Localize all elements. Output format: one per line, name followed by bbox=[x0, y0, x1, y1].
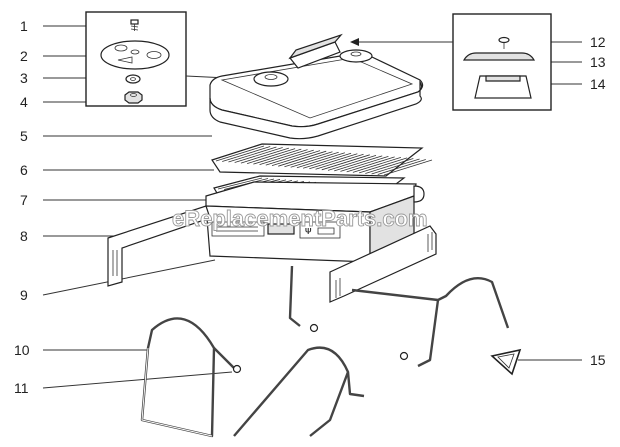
callout-14: 14 bbox=[590, 76, 606, 92]
callout-5: 5 bbox=[20, 128, 28, 144]
grate-bar bbox=[253, 148, 302, 165]
grate-bar bbox=[271, 150, 321, 167]
grate-bar bbox=[284, 151, 333, 168]
grate-bar bbox=[217, 177, 263, 190]
callout-9: 9 bbox=[20, 287, 28, 303]
grate-bar bbox=[278, 150, 327, 167]
nut-part-4 bbox=[124, 91, 143, 104]
cooking-grate-part-6 bbox=[211, 143, 433, 177]
grate-bar bbox=[215, 145, 265, 162]
clip-part-15 bbox=[490, 348, 522, 376]
washers-part-11 bbox=[232, 323, 409, 374]
grate-bar bbox=[358, 157, 408, 174]
callout-8: 8 bbox=[20, 228, 28, 244]
grate-bar bbox=[377, 159, 426, 175]
callout-12: 12 bbox=[590, 34, 606, 50]
watermark: eReplacementParts.com bbox=[172, 206, 428, 231]
grate-bar bbox=[246, 148, 296, 164]
grate-bar bbox=[340, 155, 389, 172]
grate-bar bbox=[334, 155, 383, 172]
grate-bar bbox=[302, 152, 352, 169]
vent-damper-part-2 bbox=[100, 40, 170, 70]
washer-part-3 bbox=[125, 74, 141, 84]
callout-numbers: 1 2 3 4 5 6 7 8 9 10 11 12 13 14 15 bbox=[14, 18, 606, 396]
grate-bar bbox=[365, 158, 414, 174]
callout-15: 15 bbox=[590, 352, 606, 368]
grate-bar bbox=[290, 151, 339, 168]
grate-bar bbox=[222, 146, 271, 162]
firebox-part-9: Ψ bbox=[205, 181, 425, 263]
callout-3: 3 bbox=[20, 70, 28, 86]
handle-cap-part-13 bbox=[462, 52, 536, 61]
grate-bar bbox=[228, 146, 277, 163]
grate-bar bbox=[383, 159, 433, 176]
grate-bar bbox=[309, 153, 358, 170]
handle-detail-box bbox=[452, 13, 552, 111]
wire-legs-part-10 bbox=[140, 265, 510, 438]
svg-text:Ψ: Ψ bbox=[305, 227, 312, 236]
callout-4: 4 bbox=[20, 94, 28, 110]
callout-6: 6 bbox=[20, 162, 28, 178]
grate-bar bbox=[234, 147, 283, 163]
grate-bar bbox=[259, 149, 308, 166]
grate-bar bbox=[352, 157, 402, 173]
vent-detail-box bbox=[85, 11, 187, 107]
callout-2: 2 bbox=[20, 48, 28, 64]
grate-bar bbox=[265, 149, 314, 166]
handle-base-part-14 bbox=[474, 75, 532, 99]
grate-bar bbox=[296, 152, 346, 169]
grate-bar bbox=[240, 147, 290, 164]
right-bracket bbox=[329, 225, 437, 303]
grate-bar bbox=[321, 154, 370, 171]
callout-13: 13 bbox=[590, 54, 606, 70]
lid-part-5 bbox=[209, 33, 424, 140]
grate-bar bbox=[327, 154, 377, 171]
screw-part-12 bbox=[498, 36, 510, 49]
grate-bar bbox=[371, 158, 420, 175]
grate-bar bbox=[315, 153, 364, 170]
callout-7: 7 bbox=[20, 192, 28, 208]
callout-1: 1 bbox=[20, 18, 28, 34]
screw-part-1 bbox=[130, 19, 139, 31]
callout-10: 10 bbox=[14, 342, 30, 358]
left-bracket-part-8 bbox=[107, 205, 211, 287]
callout-11: 11 bbox=[14, 380, 29, 396]
grate-bar bbox=[346, 156, 395, 173]
